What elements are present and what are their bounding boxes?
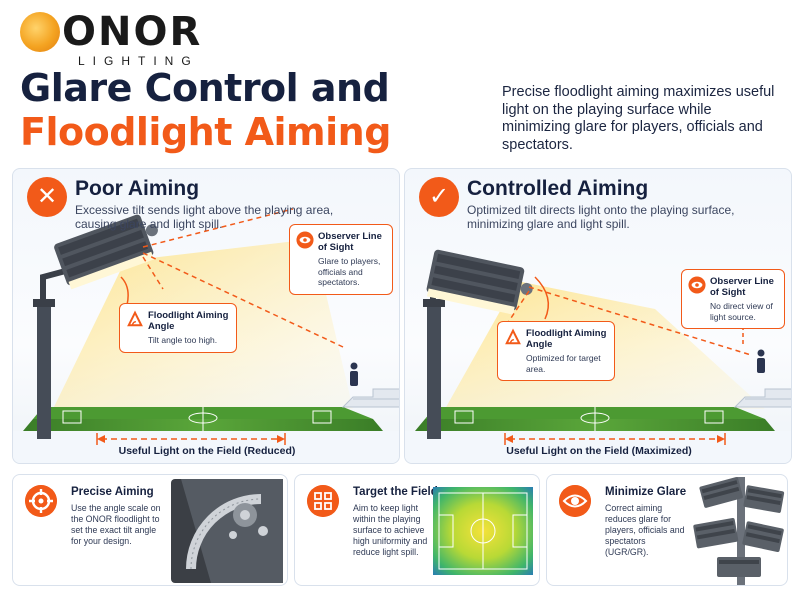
brand-name: ONOR xyxy=(62,9,203,55)
card-title: Minimize Glare xyxy=(605,486,687,498)
panel-description: Excessive tilt sends light above the pla… xyxy=(75,203,334,231)
card-text: Correct aiming reduces glare for players… xyxy=(605,503,685,557)
eye-icon xyxy=(559,485,591,517)
callout-text: Glare to players, officials and spectato… xyxy=(318,256,381,287)
eye-icon xyxy=(296,231,314,249)
illuminance-heatmap xyxy=(433,487,533,575)
minimize-glare-card: Minimize Glare Correct aiming reduces gl… xyxy=(546,474,788,586)
sun-icon xyxy=(20,12,60,52)
page-title-line2: Floodlight Aiming xyxy=(20,110,391,154)
light-pole xyxy=(427,299,441,439)
target-field-card: Target the Field Aim to keep light withi… xyxy=(294,474,540,586)
callout-title: Floodlight Aiming Angle xyxy=(526,328,607,350)
callout-title: Observer Line of Sight xyxy=(318,231,382,253)
floodlight xyxy=(426,249,533,315)
controlled-aiming-panel: ✓ Controlled Aiming Optimized tilt direc… xyxy=(404,168,792,464)
angle-icon xyxy=(505,328,521,345)
light-pole xyxy=(37,299,51,439)
panel-title: Controlled Aiming xyxy=(467,177,649,200)
callout-title: Floodlight Aiming Angle xyxy=(148,310,229,332)
poor-aiming-panel: ✕ Poor Aiming Excessive tilt sends light… xyxy=(12,168,400,464)
callout-text: Optimized for target area. xyxy=(526,353,601,374)
observer-icon xyxy=(757,349,765,357)
grid-icon xyxy=(307,485,339,517)
brand-subtitle: LIGHTING xyxy=(78,54,199,68)
angle-scale-photo xyxy=(171,479,283,583)
precise-aiming-card: Precise Aiming Use the angle scale on th… xyxy=(12,474,288,586)
stands xyxy=(341,388,399,408)
angle-callout: Floodlight Aiming Angle Optimized for ta… xyxy=(497,321,615,381)
poor-aiming-illustration xyxy=(13,208,399,463)
callout-text: Tilt angle too high. xyxy=(148,335,218,345)
brand-logo: ONOR LIGHTING xyxy=(20,10,200,68)
field-caption: Useful Light on the Field (Maximized) xyxy=(506,445,692,457)
card-title: Target the Field xyxy=(353,486,438,498)
panel-title: Poor Aiming xyxy=(75,177,200,200)
callout-title: Observer Line of Sight xyxy=(710,276,774,298)
observer-callout: Observer Line of Sight Glare to players,… xyxy=(289,224,393,295)
stands xyxy=(733,388,791,408)
observer-icon xyxy=(350,362,358,370)
floodlight-array-photo xyxy=(693,477,785,585)
card-text: Aim to keep light within the playing sur… xyxy=(353,503,428,557)
card-title: Precise Aiming xyxy=(71,486,154,498)
eye-icon xyxy=(688,276,706,294)
check-mark-icon: ✓ xyxy=(419,177,459,217)
page-title-line1: Glare Control and xyxy=(20,66,390,110)
intro-text: Precise floodlight aiming maximizes usef… xyxy=(502,84,775,153)
crosshair-icon xyxy=(25,485,57,517)
observer-callout: Observer Line of Sight No direct view of… xyxy=(681,269,785,329)
card-text: Use the angle scale on the ONOR floodlig… xyxy=(71,503,161,546)
floodlight xyxy=(54,214,158,290)
field-caption: Useful Light on the Field (Reduced) xyxy=(118,445,296,457)
angle-callout: Floodlight Aiming Angle Tilt angle too h… xyxy=(119,303,237,353)
panel-description: Optimized tilt directs light onto the pl… xyxy=(467,203,735,231)
angle-icon xyxy=(127,310,143,327)
callout-text: No direct view of light source. xyxy=(710,301,773,322)
x-mark-icon: ✕ xyxy=(27,177,67,217)
